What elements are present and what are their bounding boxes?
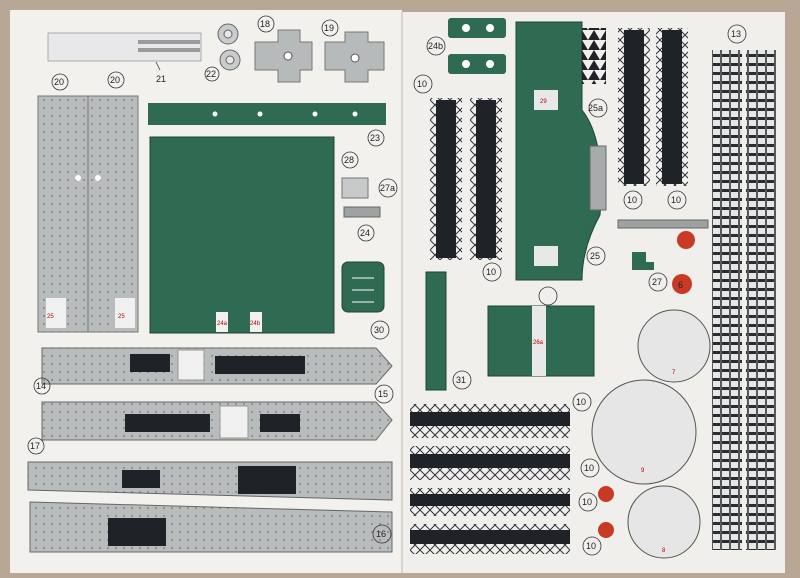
part-30: 30 xyxy=(341,261,390,340)
label-23: 23 xyxy=(370,133,380,143)
part-27a: 27a xyxy=(341,177,398,199)
label-25: 25 xyxy=(590,251,600,261)
label-10f: 10 xyxy=(584,463,594,473)
tab-24a: 24a xyxy=(217,321,228,327)
part-10-track-pair-b: 10 10 xyxy=(618,28,688,210)
part-24: 24 xyxy=(343,206,381,242)
part-31-strip: 31 xyxy=(425,271,472,391)
label-6: 6 xyxy=(678,280,683,290)
label-25a: 25a xyxy=(588,103,603,113)
part-16-hull: 16 xyxy=(29,501,393,553)
red-dot xyxy=(598,486,614,502)
label-21: 21 xyxy=(156,74,166,84)
label-10e: 10 xyxy=(576,397,586,407)
label-24: 24 xyxy=(360,228,370,238)
label-17: 17 xyxy=(30,441,40,451)
label-10d: 10 xyxy=(671,195,681,205)
tab-24b: 24b xyxy=(250,321,261,327)
part-8-wheel: 8 xyxy=(627,485,701,559)
tab-25a: 25 xyxy=(47,314,54,320)
part-23-strip: 23 xyxy=(148,103,386,147)
label-31: 31 xyxy=(456,375,466,385)
label-8: 8 xyxy=(662,548,666,554)
part-20-deck: 20 20 25 25 xyxy=(37,71,139,333)
label-18: 18 xyxy=(260,19,270,29)
part-24b: 24b xyxy=(426,18,506,74)
label-16: 16 xyxy=(376,529,386,539)
label-7: 7 xyxy=(672,370,676,376)
part-28-panel: 24a 24b 28 xyxy=(149,136,359,334)
label-30: 30 xyxy=(374,325,384,335)
label-10b: 10 xyxy=(486,267,496,277)
label-19: 19 xyxy=(324,23,334,33)
part-25a-zigzag: 25a xyxy=(582,28,608,211)
label-10h: 10 xyxy=(586,541,596,551)
part-22-discs: 22 xyxy=(204,23,241,82)
label-20b: 20 xyxy=(110,75,120,85)
label-22: 22 xyxy=(206,69,216,79)
label-10g: 10 xyxy=(582,497,592,507)
tab-29: 29 xyxy=(540,99,547,105)
label-15: 15 xyxy=(378,389,388,399)
part-14-hull: 14 xyxy=(33,377,393,441)
part-17-hull: 17 xyxy=(27,437,393,501)
label-27: 27 xyxy=(652,277,662,287)
label-10a: 10 xyxy=(417,79,427,89)
part-25-body: 29 25 xyxy=(515,21,606,281)
red-dot xyxy=(598,522,614,538)
part-10-track-strips: 10 10 10 10 xyxy=(410,392,602,556)
part-21-strip: 21 xyxy=(47,32,202,84)
label-27a: 27a xyxy=(380,183,395,193)
label-13: 13 xyxy=(731,29,741,39)
part-27-bar: 27 6 xyxy=(617,219,709,294)
part-13-long-tracks: 13 xyxy=(712,24,776,550)
label-14: 14 xyxy=(36,381,46,391)
part-26a-panel: 26a xyxy=(487,286,595,377)
tab-25b: 25 xyxy=(118,314,125,320)
tab-26a: 26a xyxy=(533,340,544,346)
label-9: 9 xyxy=(641,468,645,474)
label-10c: 10 xyxy=(627,195,637,205)
part-18-cross: 18 xyxy=(254,15,313,83)
part-10-track-pair-a: 10 10 xyxy=(413,74,502,282)
part-19-cross: 19 xyxy=(321,19,385,83)
label-20a: 20 xyxy=(54,77,64,87)
label-24b: 24b xyxy=(428,41,443,51)
part-7-wheel: 7 xyxy=(637,309,711,383)
label-28: 28 xyxy=(344,155,354,165)
part-9-wheel: 9 xyxy=(591,379,697,485)
part-15-hull: 15 xyxy=(41,347,394,404)
